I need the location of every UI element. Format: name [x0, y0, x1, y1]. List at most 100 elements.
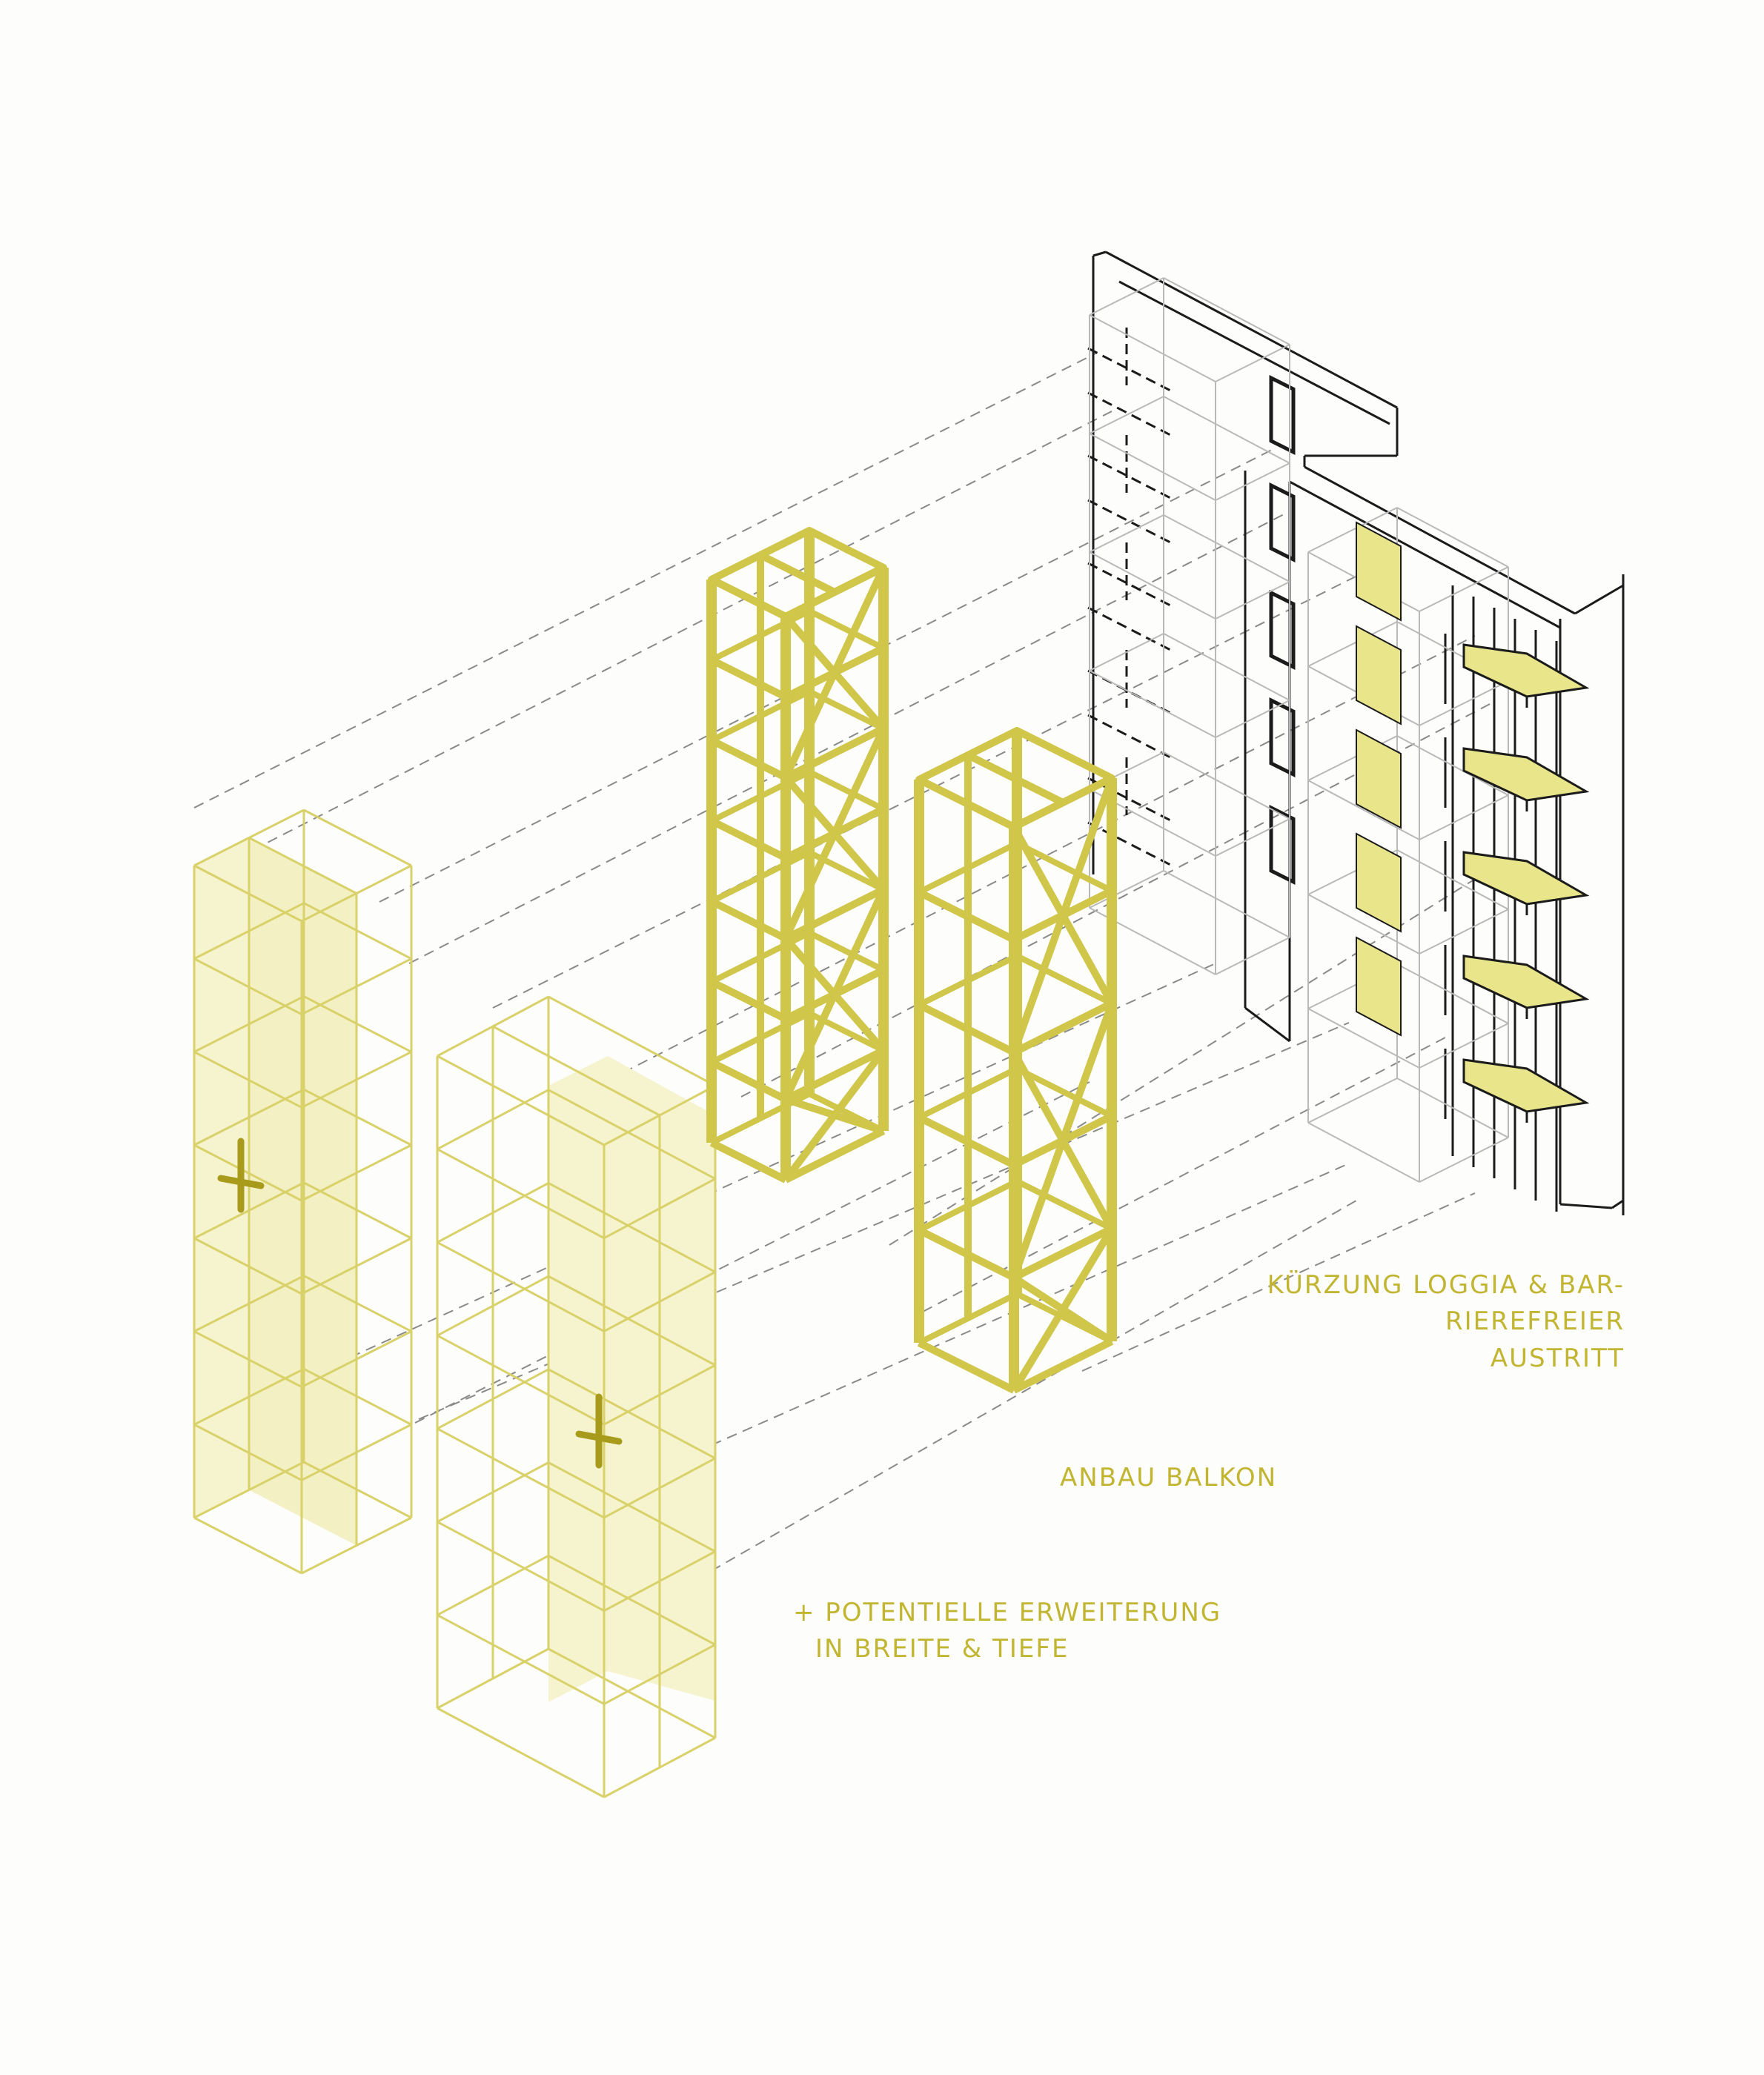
line-segment: [437, 1613, 605, 1705]
line-segment: [889, 874, 1483, 1246]
line-segment: [783, 614, 838, 675]
line-segment: [1419, 794, 1509, 840]
label-loggia: KÜRZUNG LOGGIA & BAR- RIEREFREIER AUSTRI…: [1216, 1267, 1625, 1377]
line-segment: [1307, 1008, 1420, 1069]
line-segment: [831, 727, 887, 835]
plus-icon: [575, 1393, 623, 1469]
line-segment: [408, 511, 1290, 964]
loggia-panel: [1356, 521, 1402, 622]
line-segment: [1010, 1139, 1067, 1279]
line-segment: [437, 1707, 605, 1799]
window: [1269, 374, 1296, 456]
line-segment: [1215, 700, 1290, 738]
line-segment: [1419, 566, 1509, 612]
line-segment: [783, 725, 886, 781]
line-segment: [418, 1022, 1350, 1420]
line-segment: [1015, 1066, 1113, 1119]
tower-cap: [915, 727, 1115, 831]
line-segment: [1089, 433, 1216, 501]
loggia-panels: [1356, 521, 1590, 1113]
label-erweiterung-line-1: + POTENTIELLE ERWEITERUNG: [793, 1598, 1222, 1627]
line-segment: [1163, 277, 1290, 345]
line-segment: [917, 1226, 1016, 1281]
line-segment: [1419, 909, 1509, 954]
line-segment: [831, 565, 887, 674]
line-segment: [1611, 1199, 1624, 1209]
line-segment: [1010, 1050, 1067, 1143]
line-segment: [783, 1127, 886, 1183]
line-segment: [1081, 1192, 1476, 1372]
label-erweiterung-line-2: IN BREITE & TIEFE: [815, 1634, 1070, 1664]
line-segment: [492, 1025, 660, 1117]
line-segment: [709, 1058, 788, 1103]
plus-icon: [217, 1138, 265, 1213]
line-segment: [808, 769, 885, 812]
loggia-panel: [1356, 728, 1402, 829]
line-segment: [1419, 680, 1509, 726]
line-segment: [248, 837, 357, 894]
line-segment: [783, 774, 838, 837]
line-segment: [1061, 1306, 1114, 1345]
line-segment: [922, 1037, 1446, 1312]
line-segment: [783, 935, 838, 997]
line-segment: [1015, 1178, 1113, 1232]
line-segment: [1012, 1338, 1114, 1394]
balcony-slab: [1462, 851, 1590, 906]
line-segment: [437, 1148, 605, 1240]
line-segment: [783, 1112, 838, 1183]
line-segment: [918, 1178, 1018, 1233]
line-segment: [548, 1275, 716, 1367]
line-segment: [1307, 1122, 1420, 1183]
balcony-slab: [1462, 747, 1590, 802]
line-segment: [222, 411, 1113, 866]
existing-building-ghost: [1089, 277, 1509, 1183]
line-segment: [1089, 314, 1216, 382]
line-segment: [1215, 937, 1290, 975]
line-segment: [1419, 1023, 1509, 1069]
line-segment: [709, 657, 788, 701]
line-segment: [437, 1055, 605, 1146]
line-segment: [1244, 1006, 1290, 1043]
line-segment: [758, 551, 837, 596]
line-segment: [832, 670, 886, 731]
line-segment: [709, 978, 788, 1023]
line-segment: [783, 886, 886, 942]
line-segment: [1089, 633, 1164, 671]
line-segment: [1163, 514, 1290, 582]
line-segment: [917, 889, 1016, 943]
line-segment: [607, 1200, 1357, 1631]
line-segment: [1089, 551, 1216, 620]
line-segment: [193, 1516, 302, 1575]
line-segment: [710, 688, 811, 743]
line-segment: [1087, 562, 1176, 609]
line-segment: [1059, 1226, 1115, 1312]
line-segment: [1396, 849, 1509, 910]
line-segment: [548, 1461, 716, 1553]
label-loggia-line-1: KÜRZUNG LOGGIA & BAR-: [1267, 1270, 1625, 1300]
line-segment: [1087, 347, 1176, 394]
line-segment: [548, 1182, 716, 1273]
line-segment: [548, 995, 716, 1087]
line-segment: [1089, 514, 1164, 553]
line-segment: [1015, 953, 1113, 1006]
label-loggia-line-3: AUSTRITT: [1490, 1343, 1625, 1373]
line-segment: [709, 737, 788, 781]
line-segment: [414, 1081, 1090, 1424]
balcony-towers: [706, 527, 1117, 1394]
line-segment: [1215, 462, 1290, 501]
line-segment: [918, 1291, 1018, 1346]
line-segment: [782, 992, 838, 1101]
line-segment: [710, 608, 811, 663]
line-segment: [1163, 870, 1290, 938]
line-segment: [548, 1368, 716, 1460]
label-balkon: ANBAU BALKON: [1060, 1463, 1278, 1493]
line-segment: [710, 930, 811, 985]
line-segment: [1163, 396, 1290, 464]
line-segment: [808, 608, 885, 651]
line-segment: [1304, 465, 1576, 615]
line-segment: [808, 930, 885, 973]
line-segment: [784, 1095, 836, 1119]
line-segment: [917, 1001, 1016, 1056]
line-segment: [1105, 250, 1398, 409]
